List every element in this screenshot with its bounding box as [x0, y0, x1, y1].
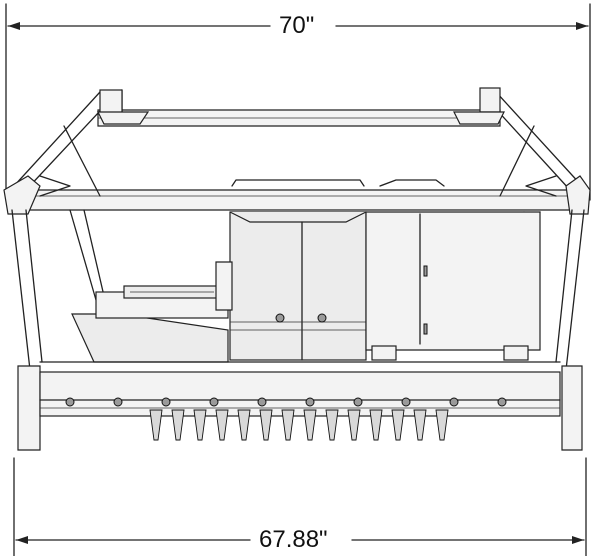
- rotor-bolt: [257, 397, 267, 407]
- tine: [413, 409, 427, 441]
- base-width-label: 67.88": [256, 527, 331, 553]
- tine: [149, 409, 163, 441]
- tine: [171, 409, 185, 441]
- top-dimension-line: [5, 3, 591, 201]
- tine: [391, 409, 405, 441]
- rotor-bolt: [209, 397, 219, 407]
- tine: [259, 409, 273, 441]
- tine: [347, 409, 361, 441]
- skid-plates: [17, 365, 583, 451]
- rotor-bolt: [401, 397, 411, 407]
- overall-width-label: 70": [276, 13, 318, 39]
- rotor-bolt: [113, 397, 123, 407]
- tine: [369, 409, 383, 441]
- rotor-bolt: [305, 397, 315, 407]
- tine: [193, 409, 207, 441]
- tine: [281, 409, 295, 441]
- tine: [215, 409, 229, 441]
- tine: [435, 409, 449, 441]
- hopper-housing: [39, 179, 561, 363]
- rotor-bolt: [65, 397, 75, 407]
- rotor-bolt: [449, 397, 459, 407]
- rotor-bolt: [353, 397, 363, 407]
- tine: [237, 409, 251, 441]
- tine: [303, 409, 317, 441]
- rotor-assembly: [39, 371, 561, 441]
- upper-frame: [3, 87, 591, 215]
- rotor-bolt: [161, 397, 171, 407]
- bottom-dimension-line: [13, 457, 587, 556]
- rotor-bolt: [497, 397, 507, 407]
- tine: [325, 409, 339, 441]
